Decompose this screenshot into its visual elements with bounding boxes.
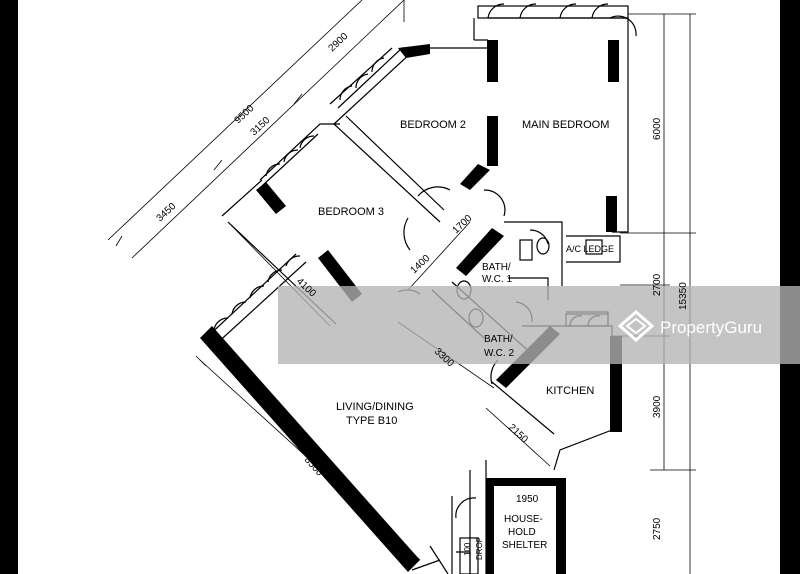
room-outlines	[203, 3, 637, 574]
label-shelter-line3: SHELTER	[502, 540, 547, 551]
dim-1950: 1950	[516, 494, 539, 505]
dim-6000: 6000	[652, 117, 663, 140]
left-black-border	[0, 0, 18, 574]
label-shelter-line2: HOLD	[508, 527, 536, 538]
label-kitchen: KITCHEN	[546, 385, 594, 397]
label-bath-1-line1: BATH/	[482, 262, 511, 273]
label-bedroom-3: BEDROOM 3	[318, 206, 384, 218]
label-bath-2-line2: W.C. 2	[484, 348, 514, 359]
dim-15350: 15350	[678, 282, 689, 310]
label-bath-1-line2: W.C. 1	[482, 274, 512, 285]
label-shelter-line1: HOUSE-	[504, 514, 543, 525]
dim-3900: 3900	[652, 395, 663, 418]
label-refuse-dim: 100	[463, 542, 472, 556]
label-bath-2-line1: BATH/	[484, 334, 513, 345]
dim-2750: 2750	[652, 517, 663, 540]
label-main-bedroom: MAIN BEDROOM	[522, 119, 609, 131]
label-refuse-drop: DROP	[475, 537, 484, 560]
label-ac-ledge: A/C LEDGE	[566, 244, 614, 254]
label-living-dining: LIVING/DINING	[336, 401, 414, 413]
watermark-text: PropertyGuru	[660, 318, 762, 337]
label-unit-type: TYPE B10	[346, 415, 397, 427]
dim-2700: 2700	[652, 273, 663, 296]
room-labels: BEDROOM 2 MAIN BEDROOM BEDROOM 3 BATH/ W…	[318, 119, 614, 560]
label-bedroom-2: BEDROOM 2	[400, 119, 466, 131]
watermark-logo-icon	[617, 310, 655, 342]
watermark-band	[278, 286, 800, 364]
